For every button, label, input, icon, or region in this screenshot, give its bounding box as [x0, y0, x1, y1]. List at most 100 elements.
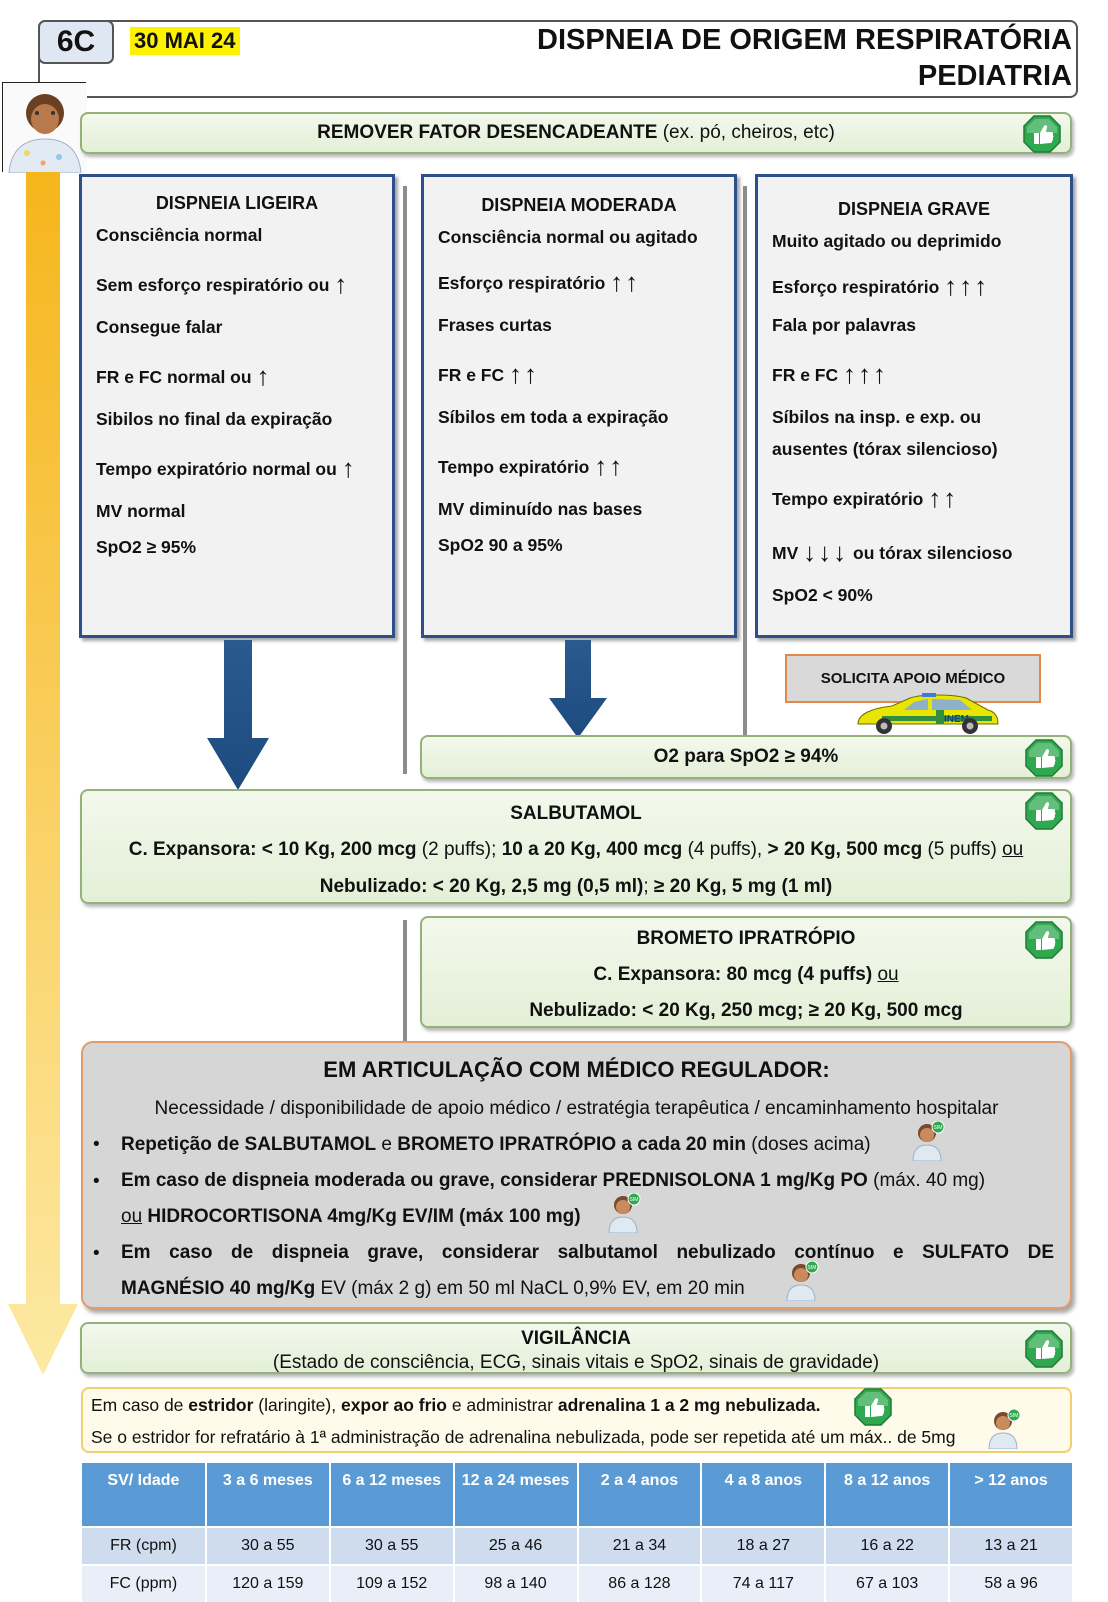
column-item: Sibilos no final da expiração	[96, 409, 333, 429]
brometo-title: BROMETO IPRATRÓPIO	[636, 928, 856, 949]
mini-doctor-icon	[909, 1121, 945, 1161]
protocol-code: 6C	[38, 20, 114, 64]
salbutamol-box: SALBUTAMOL C. Expansora: < 10 Kg, 200 mc…	[80, 789, 1072, 904]
brometo-nebulizado: Nebulizado: < 20 Kg, 250 mcg; ≥ 20 Kg, 5…	[529, 1000, 963, 1021]
column-item: Tempo expiratório ↑↑	[438, 451, 625, 481]
vigilancia-sub: (Estado de consciência, ECG, sinais vita…	[272, 1352, 880, 1373]
brometo-expansora: C. Expansora: 80 mcg (4 puffs) ou	[593, 964, 899, 985]
column-item: SpO2 90 a 95%	[438, 535, 563, 555]
coord-item-2: Em caso de dispneia moderada ou grave, c…	[121, 1170, 986, 1227]
salbutamol-nebulizado: Nebulizado: < 20 Kg, 2,5 mg (0,5 ml); ≥ …	[319, 876, 833, 897]
connector-line	[403, 186, 407, 774]
thumbs-up-icon	[1024, 1329, 1064, 1369]
column-item: Síbilos em toda a expiração	[438, 407, 669, 427]
salbutamol-title: SALBUTAMOL	[510, 803, 642, 824]
table-cell: 67 a 103	[825, 1564, 951, 1602]
estridor-line-1: Em caso de estridor (laringite), expor a…	[91, 1395, 821, 1415]
column-item: Frases curtas	[438, 315, 552, 335]
table-header: > 12 anos	[949, 1463, 1074, 1527]
bullet: •	[93, 1134, 100, 1155]
column-item: Síbilos na insp. e exp. ou	[772, 407, 982, 427]
ambulance-icon: INEM	[857, 693, 999, 734]
page-subtitle: PEDIATRIA	[917, 60, 1072, 92]
column-item: Consegue falar	[96, 317, 223, 337]
coord-item-3b: MAGNÉSIO 40 mg/Kg EV (máx 2 g) em 50 ml …	[121, 1278, 745, 1299]
table-header: 8 a 12 anos	[825, 1463, 951, 1527]
column-title: DISPNEIA MODERADA	[481, 195, 677, 215]
timeline-arrow-icon	[8, 172, 78, 1375]
salbutamol-expansora: C. Expansora: < 10 Kg, 200 mcg (2 puffs)…	[128, 839, 1024, 860]
column-item: Consciência normal ou agitado	[438, 227, 698, 247]
thumbs-up-icon	[1024, 791, 1064, 831]
mini-doctor-icon	[783, 1261, 819, 1301]
table-cell: 21 a 34	[577, 1526, 703, 1565]
column-item: SpO2 < 90%	[772, 585, 873, 605]
column-dispneia-moderada: DISPNEIA MODERADA Consciência normal ou …	[421, 174, 737, 638]
mini-doctor-icon	[985, 1409, 1021, 1449]
bullet: •	[93, 1243, 100, 1264]
column-dispneia-grave: DISPNEIA GRAVE Muito agitado ou deprimid…	[755, 174, 1073, 638]
column-item: Sem esforço respiratório ou ↑	[96, 269, 350, 299]
protocol-date: 30 MAI 24	[130, 27, 240, 55]
doctor-avatar-icon	[2, 82, 87, 174]
mini-doctor-icon	[605, 1193, 641, 1233]
column-item: Tempo expiratório ↑↑	[772, 483, 959, 513]
remove-trigger-rest: (ex. pó, cheiros, etc)	[657, 122, 835, 143]
ambulance-label: INEM	[944, 714, 969, 725]
thumbs-up-icon	[1024, 738, 1064, 778]
thumbs-up-icon	[853, 1387, 893, 1427]
table-cell: 58 a 96	[949, 1564, 1074, 1602]
column-item: Muito agitado ou deprimido	[772, 231, 1002, 251]
table-cell: 109 a 152	[329, 1564, 455, 1602]
connector-line	[403, 920, 407, 1042]
column-item: FR e FC ↑↑↑	[772, 359, 888, 389]
table-header: 6 a 12 meses	[329, 1463, 455, 1527]
thumbs-up-icon	[1024, 920, 1064, 960]
table-cell: 18 a 27	[701, 1526, 827, 1565]
table-header: 4 a 8 anos	[701, 1463, 827, 1527]
column-item: FR e FC normal ou ↑	[96, 361, 272, 391]
column-title: DISPNEIA LIGEIRA	[155, 193, 319, 213]
remove-trigger-bar: REMOVER FATOR DESENCADEANTE (ex. pó, che…	[80, 112, 1072, 154]
coord-title: EM ARTICULAÇÃO COM MÉDICO REGULADOR:	[323, 1057, 830, 1082]
column-item: ausentes (tórax silencioso)	[772, 439, 998, 459]
o2-text: O2 para SpO2 ≥ 94%	[653, 746, 839, 767]
estridor-box: Em caso de estridor (laringite), expor a…	[81, 1387, 1072, 1453]
column-item: Consciência normal	[96, 225, 263, 245]
table-cell: FR (cpm)	[82, 1526, 207, 1565]
table-row: FR (cpm) 30 a 55 30 a 55 25 a 46 21 a 34…	[82, 1526, 1074, 1565]
table-cell: 98 a 140	[453, 1564, 579, 1602]
table-row: FC (ppm) 120 a 159 109 a 152 98 a 140 86…	[82, 1564, 1074, 1602]
vigilancia-box: VIGILÂNCIA (Estado de consciência, ECG, …	[80, 1322, 1072, 1374]
down-arrow-icon	[207, 640, 269, 790]
column-item: Esforço respiratório ↑↑	[438, 267, 641, 297]
remove-trigger-bold: REMOVER FATOR DESENCADEANTE	[317, 122, 658, 143]
table-cell: 30 a 55	[329, 1526, 455, 1565]
table-header: 3 a 6 meses	[205, 1463, 331, 1527]
column-item: Fala por palavras	[772, 315, 916, 335]
table-header: 2 a 4 anos	[577, 1463, 703, 1527]
column-item: MV ↓↓↓ ou tórax silencioso	[772, 537, 1013, 567]
table-header: 12 a 24 meses	[453, 1463, 579, 1527]
table-cell: 25 a 46	[453, 1526, 579, 1565]
thumbs-up-icon	[1022, 114, 1062, 154]
table-cell: 30 a 55	[205, 1526, 331, 1565]
column-item: Esforço respiratório ↑↑↑	[772, 271, 990, 301]
coord-item-3a: Em caso de dispneia grave, considerar sa…	[121, 1242, 1054, 1263]
down-arrow-icon	[549, 640, 607, 738]
table-cell: 74 a 117	[701, 1564, 827, 1602]
estridor-line-2: Se o estridor for refratário à 1ª admini…	[91, 1427, 956, 1447]
vital-signs-table: SV/ Idade 3 a 6 meses 6 a 12 meses 12 a …	[82, 1463, 1074, 1602]
column-item: MV diminuído nas bases	[438, 499, 643, 519]
connector-line	[743, 186, 747, 740]
coord-item-1: Repetição de SALBUTAMOL e BROMETO IPRATR…	[121, 1134, 871, 1155]
column-item: FR e FC ↑↑	[438, 359, 539, 389]
medico-regulador-box: EM ARTICULAÇÃO COM MÉDICO REGULADOR: Nec…	[81, 1041, 1072, 1309]
column-dispneia-ligeira: DISPNEIA LIGEIRA Consciência normal Sem …	[79, 174, 395, 638]
column-item: Tempo expiratório normal ou ↑	[96, 453, 357, 483]
page-title: DISPNEIA DE ORIGEM RESPIRATÓRIA	[537, 24, 1072, 56]
vigilancia-title: VIGILÂNCIA	[521, 1328, 631, 1349]
table-cell: 120 a 159	[205, 1564, 331, 1602]
table-header: SV/ Idade	[82, 1463, 207, 1527]
column-item: MV normal	[96, 501, 186, 521]
